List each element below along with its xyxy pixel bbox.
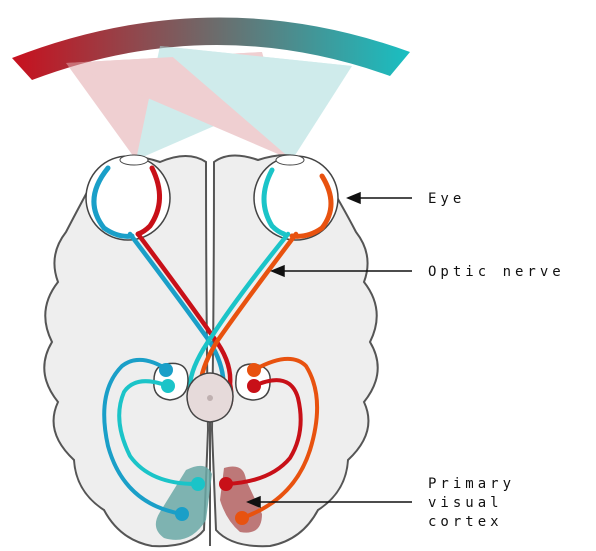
optic-nerve-label: Optic nerve bbox=[428, 264, 565, 280]
eye-pointer-head bbox=[348, 193, 360, 203]
lgn-dot-cyan bbox=[161, 379, 175, 393]
cortex-label-line3: cortex bbox=[428, 514, 503, 530]
cortex-label-line2: visual bbox=[428, 495, 503, 511]
cortex-dot-cyan bbox=[191, 477, 205, 491]
lgn-dot-orange bbox=[247, 363, 261, 377]
eye-label: Eye bbox=[428, 191, 465, 207]
lgn-dot-blue bbox=[159, 363, 173, 377]
cortex-label-line1: Primary bbox=[428, 476, 515, 492]
midbrain-dot bbox=[207, 395, 213, 401]
cortex-dot-blue bbox=[175, 507, 189, 521]
cortex-dot-orange bbox=[235, 511, 249, 525]
cortex-dot-red bbox=[219, 477, 233, 491]
lgn-dot-red bbox=[247, 379, 261, 393]
